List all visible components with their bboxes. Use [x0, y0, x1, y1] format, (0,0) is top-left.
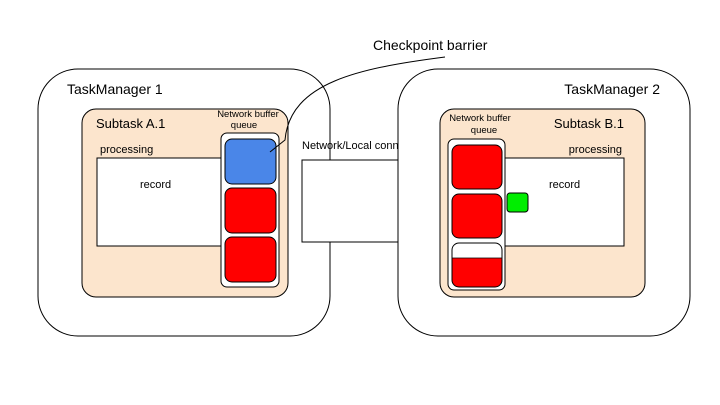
subtask-a1-processing-box — [96, 157, 223, 247]
subtask-b1-buffer-partial — [451, 242, 503, 288]
taskmanager-2: TaskManager 2 Subtask B.1 processing rec… — [397, 68, 691, 337]
record-marker — [506, 192, 529, 213]
subtask-b1-buffer-queue — [447, 138, 506, 291]
taskmanager-1: TaskManager 1 Subtask A.1 processing rec… — [37, 68, 331, 337]
subtask-b1-record-label: record — [549, 179, 580, 191]
subtask-a1-buffer-queue — [220, 132, 280, 288]
taskmanager-1-title: TaskManager 1 — [67, 81, 163, 97]
checkpoint-barrier-label: Checkpoint barrier — [373, 37, 488, 53]
subtask-a1-record-label: record — [140, 179, 171, 191]
subtask-a1-queue-label-2: queue — [231, 120, 257, 131]
connection-label: Network/Local connection — [302, 140, 428, 152]
partial-buffer-fill — [452, 258, 502, 287]
subtask-b1-buffer-full — [451, 193, 503, 239]
checkpoint-barrier-callout: Checkpoint barrier — [269, 37, 488, 153]
subtask-a1-buffer-full — [224, 236, 277, 283]
subtask-a1-queue-label-1: Network buffer — [217, 109, 279, 120]
subtask-b1-queue-label-1: Network buffer — [449, 113, 511, 124]
subtask-b1-buffer-full — [451, 144, 503, 190]
subtask-a1-buffer-full — [224, 187, 277, 234]
taskmanager-2-title: TaskManager 2 — [564, 81, 660, 97]
subtask-b1-queue-label-2: queue — [471, 125, 497, 136]
subtask-b1-title: Subtask B.1 — [554, 116, 624, 131]
subtask-a1-title: Subtask A.1 — [96, 116, 165, 131]
subtask-b1: Subtask B.1 processing record Network bu… — [439, 108, 646, 298]
subtask-b1-processing-label: processing — [569, 144, 622, 156]
subtask-a1: Subtask A.1 processing record Network bu… — [81, 108, 289, 298]
checkpoint-barrier-buffer — [224, 138, 277, 185]
checkpoint-barrier-pointer — [269, 56, 446, 153]
subtask-a1-processing-label: processing — [100, 144, 153, 156]
partial-buffer-outline — [451, 242, 503, 288]
